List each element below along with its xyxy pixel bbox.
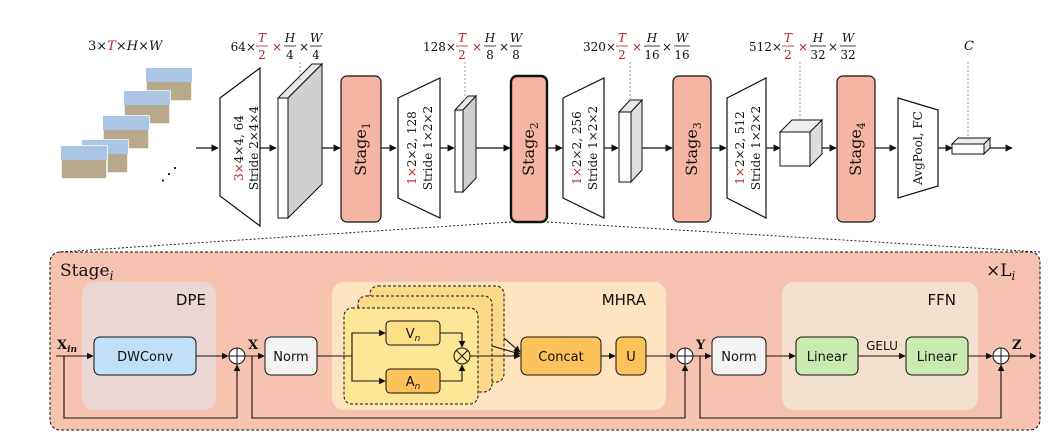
x-in-label: Xin [57,338,77,355]
svg-text:Stride 1×2×2: Stride 1×2×2 [749,106,763,190]
svg-text:×: × [272,40,282,54]
svg-text:Stage2: Stage2 [519,122,541,176]
repeat-label: ×Li [986,261,1016,283]
feature-map-4 [778,118,824,168]
svg-text:2: 2 [618,48,626,62]
svg-text:Stage3: Stage3 [682,122,704,176]
svg-text:8: 8 [486,48,494,62]
norm1-label: Norm [273,350,308,365]
v-label: Vn [406,327,421,344]
output-vector [950,136,992,156]
z-label: Z [1012,338,1022,353]
linear1-label: Linear [807,350,848,365]
svg-text:T: T [618,31,627,45]
svg-text:4: 4 [312,48,320,62]
svg-text:×: × [632,40,642,54]
svg-text:W: W [510,31,524,45]
feature-map-3 [617,98,644,184]
svg-text:H: H [484,31,496,45]
svg-text:2: 2 [258,48,266,62]
svg-text:4: 4 [286,48,294,62]
patch-embed-2: 1×2×2, 128 Stride 1×2×2 [397,77,441,219]
svg-text:320×: 320× [583,40,616,54]
svg-text:T: T [258,31,267,45]
svg-text:×: × [472,40,482,54]
gelu-label: GELU [866,339,898,353]
svg-text:×: × [828,40,838,54]
svg-text:H: H [812,31,824,45]
avgpool-fc-block: AvgPool, FC [897,97,939,199]
x-label: X [248,338,259,353]
linear2-label: Linear [917,350,958,365]
ffn-group [782,282,978,410]
svg-text:×: × [499,40,509,54]
a-label: An [406,375,421,392]
svg-text:1×2×2, 512: 1×2×2, 512 [733,111,747,185]
svg-text:×: × [299,40,309,54]
svg-text:16: 16 [644,48,659,62]
stage-3-block: Stage3 [672,75,712,223]
detail-flow-arrows [56,329,1037,419]
add-op-3 [992,347,1010,365]
svg-text:Stride 2×4×4: Stride 2×4×4 [247,106,261,191]
dim-label-3: 320× T 2 × H 16 × W 16 [583,31,690,62]
svg-text:T: T [458,31,467,45]
svg-text:W: W [842,31,856,45]
concat-label: Concat [538,350,583,365]
stage-4-block: Stage4 [836,75,876,223]
svg-text:32: 32 [840,48,855,62]
svg-text:1×2×2, 256: 1×2×2, 256 [570,111,584,185]
svg-text:H: H [284,31,296,45]
svg-text:1×2×2, 128: 1×2×2, 128 [405,111,419,185]
feature-map-1 [276,62,324,220]
svg-text:32: 32 [810,48,825,62]
svg-text:×: × [798,40,808,54]
svg-text:Stage1: Stage1 [351,122,373,176]
svg-text:512×: 512× [749,40,782,54]
y-label: Y [695,338,706,353]
norm2-label: Norm [721,350,756,365]
stage-detail-title: Stagei [60,261,114,283]
mhra-title: MHRA [602,291,647,309]
svg-text:128×: 128× [423,40,456,54]
add-op-2 [676,347,694,365]
svg-text:2: 2 [784,48,792,62]
dim-label-4: 512× T 2 × H 32 × W 32 [749,31,856,62]
feature-map-2 [453,94,478,194]
stage-2-block: Stage2 [509,74,549,224]
zoom-lines [59,221,1041,253]
svg-text:AvgPool, FC: AvgPool, FC [911,111,925,186]
svg-text:16: 16 [674,48,689,62]
dim-label-1: 64× T 2 × H 4 × W 4 [231,31,324,62]
input-video-frames [60,67,193,180]
patch-embed-4: 1×2×2, 512 Stride 1×2×2 [726,77,767,219]
dpe-title: DPE [176,291,206,309]
svg-text:Stride 1×2×2: Stride 1×2×2 [421,106,435,190]
u-label: U [626,350,636,365]
svg-text:×: × [662,40,672,54]
svg-text:W: W [676,31,690,45]
add-op-1 [228,347,246,365]
svg-text:W: W [310,31,324,45]
svg-text:8: 8 [512,48,520,62]
svg-text:64×: 64× [231,40,256,54]
ellipsis: ⋰ [160,164,178,185]
input-dim-label: 3×T×H×W [88,39,164,54]
svg-text:Stride 1×2×2: Stride 1×2×2 [586,106,600,190]
svg-text:T: T [784,31,793,45]
patch-embed-3: 1×2×2, 256 Stride 1×2×2 [562,77,605,219]
ffn-title: FFN [928,291,956,309]
svg-text:3×4×4, 64: 3×4×4, 64 [232,115,246,181]
stage-1-block: Stage1 [340,75,382,223]
svg-text:Stage4: Stage4 [846,122,868,176]
svg-text:2: 2 [458,48,466,62]
dim-label-2: 128× T 2 × H 8 × W 8 [423,31,524,62]
multiply-op [453,347,471,365]
patch-embed-1: 3×4×4, 64 Stride 2×4×4 [219,66,261,228]
svg-text:H: H [646,31,658,45]
dwconv-label: DWConv [117,350,173,365]
output-dim-label: C [964,39,974,54]
